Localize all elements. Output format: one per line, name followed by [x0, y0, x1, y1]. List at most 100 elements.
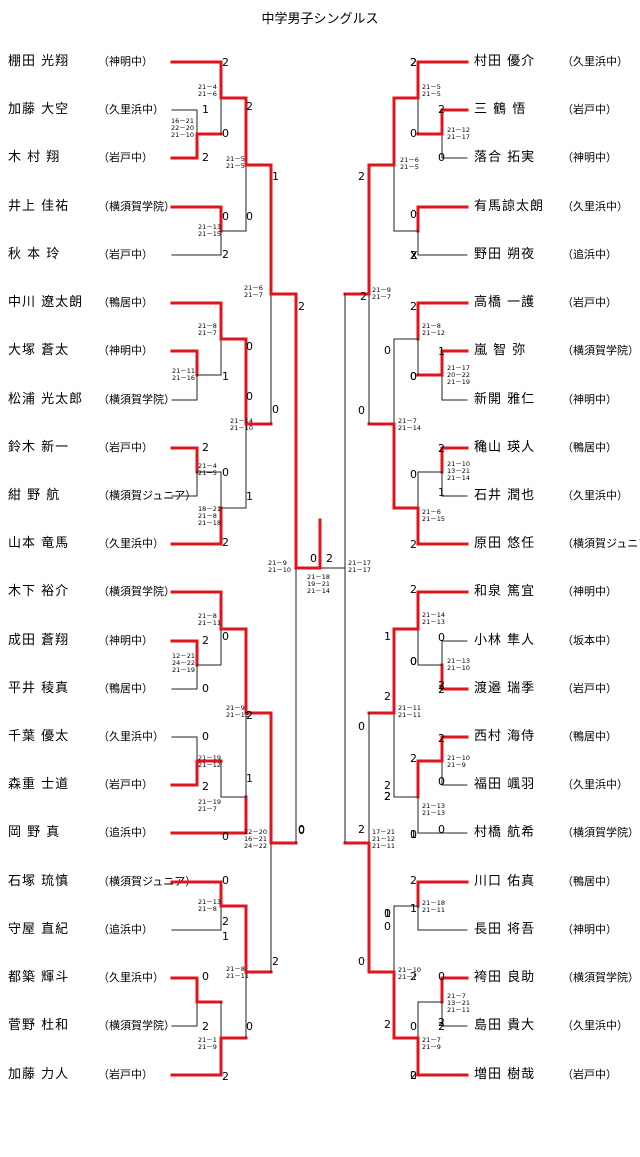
match-result: 1 — [384, 630, 391, 643]
match-result: 2 — [202, 1020, 209, 1033]
left-player-4: 井上 佳祐 （横須賀学院） — [8, 199, 175, 215]
right-player-17: 村橋 航希（横須賀学院） — [474, 825, 639, 841]
match-result: 2 — [410, 538, 417, 551]
player-name: 島田 貴大 — [474, 1018, 536, 1033]
match-result: 2 — [298, 300, 305, 313]
right-player-3: 落合 拓実（神明中） — [474, 150, 617, 166]
player-name: 長田 将吾 — [474, 922, 536, 937]
player-school: （横須賀学院） — [98, 585, 175, 598]
player-name: 中川 遼太朗 — [8, 295, 84, 310]
player-school: （横須賀ジュニア） — [562, 537, 640, 550]
right-player-8: 新開 雅仁（神明中） — [474, 392, 617, 408]
player-name: 山本 竜馬 — [8, 536, 70, 551]
match-result: 0 — [438, 970, 445, 983]
player-name: 新開 雅仁 — [474, 392, 536, 407]
match-result: 2 — [358, 823, 365, 836]
match-result: 0 — [246, 390, 253, 403]
match-result: 0 — [410, 208, 417, 221]
match-result: 0 — [222, 874, 229, 887]
player-school: （坂本中） — [562, 634, 617, 647]
match-result: 2 — [358, 170, 365, 183]
player-school: （横須賀ジュニア） — [98, 875, 197, 888]
match-result: 0 — [438, 631, 445, 644]
match-result: 2 — [222, 248, 229, 261]
player-school: （横須賀学院） — [98, 200, 175, 213]
player-school: （追浜中） — [98, 923, 153, 936]
player-name: 守屋 直紀 — [8, 922, 70, 937]
player-school: （追浜中） — [562, 248, 617, 261]
right-player-10: 石井 潤也（久里浜中） — [474, 488, 628, 504]
player-name: 紺 野 航 — [8, 488, 61, 503]
player-school: （久里浜中） — [562, 55, 628, 68]
left-player-13: 成田 蒼翔（神明中） — [8, 633, 153, 649]
match-result: 0 — [202, 730, 209, 743]
match-result: 0 — [246, 210, 253, 223]
match-result: 2 — [326, 552, 333, 565]
right-player-4: 有馬諒太朗 （久里浜中） — [474, 199, 628, 215]
player-name: 村田 優介 — [474, 54, 536, 69]
player-name: 加藤 力人 — [8, 1067, 70, 1082]
player-school: （久里浜中） — [98, 730, 164, 743]
match-result: 2 — [384, 690, 391, 703]
player-school: （鴨居中） — [562, 441, 617, 454]
match-result: 2 — [410, 583, 417, 596]
match-result: 0 — [410, 1020, 417, 1033]
player-name: 加藤 大空 — [8, 102, 70, 117]
player-school: （久里浜中） — [562, 200, 628, 213]
player-name: 棚田 光翔 — [8, 54, 70, 69]
player-name: 井上 佳祐 — [8, 199, 70, 214]
player-school: （岩戸中） — [562, 103, 617, 116]
match-result: 0 — [410, 468, 417, 481]
match-result: 2 — [202, 634, 209, 647]
player-name: 袴田 良助 — [474, 970, 536, 985]
left-player-19: 守屋 直紀 （追浜中） — [8, 922, 153, 938]
left-player-12: 木下 裕介（横須賀学院） — [8, 584, 175, 600]
match-result: 1 — [222, 370, 229, 383]
match-result: 2 — [410, 300, 417, 313]
match-result: 0 — [222, 210, 229, 223]
match-result: X — [410, 249, 418, 262]
match-result: 0 — [358, 955, 365, 968]
match-result: 0 — [298, 824, 305, 837]
match-result: 0 — [410, 127, 417, 140]
player-name: 岡 野 真 — [8, 825, 61, 840]
match-result: 0 — [222, 127, 229, 140]
left-player-21: 菅野 杜和（横須賀学院） — [8, 1018, 175, 1034]
player-school: （横須賀学院） — [562, 344, 639, 357]
left-player-9: 鈴木 新一（岩戸中） — [8, 440, 153, 456]
right-player-15: 西村 海侍（鴨居中） — [474, 729, 617, 745]
player-school: （岩戸中） — [98, 1068, 153, 1081]
left-player-14: 平井 稜真（鴨居中） — [8, 681, 153, 697]
page-title: 中学男子シングルス — [261, 12, 379, 27]
player-name: 秋 本 玲 — [8, 247, 61, 262]
player-school: （久里浜中） — [98, 103, 164, 116]
right-player-1: 村田 優介 （久里浜中） — [474, 54, 628, 70]
left-player-15: 千葉 優太（久里浜中） — [8, 729, 164, 745]
match-result: 2 — [222, 1070, 229, 1083]
player-name: 渡邉 瑞季 — [474, 681, 536, 696]
match-result: 0 — [438, 823, 445, 836]
player-name: 和泉 篤宜 — [474, 584, 536, 599]
player-school: （追浜中） — [98, 826, 153, 839]
match-result: 1 — [246, 772, 253, 785]
player-school: （横須賀学院） — [562, 971, 639, 984]
match-result: 0 — [202, 682, 209, 695]
player-name: 有馬諒太朗 — [474, 199, 545, 214]
left-player-1: 棚田 光翔（神明中） — [8, 54, 153, 70]
player-school: （岩戸中） — [562, 682, 617, 695]
match-result: 0 — [410, 370, 417, 383]
player-name: 嵐 智 弥 — [474, 343, 527, 358]
match-result: 0 — [384, 920, 391, 933]
